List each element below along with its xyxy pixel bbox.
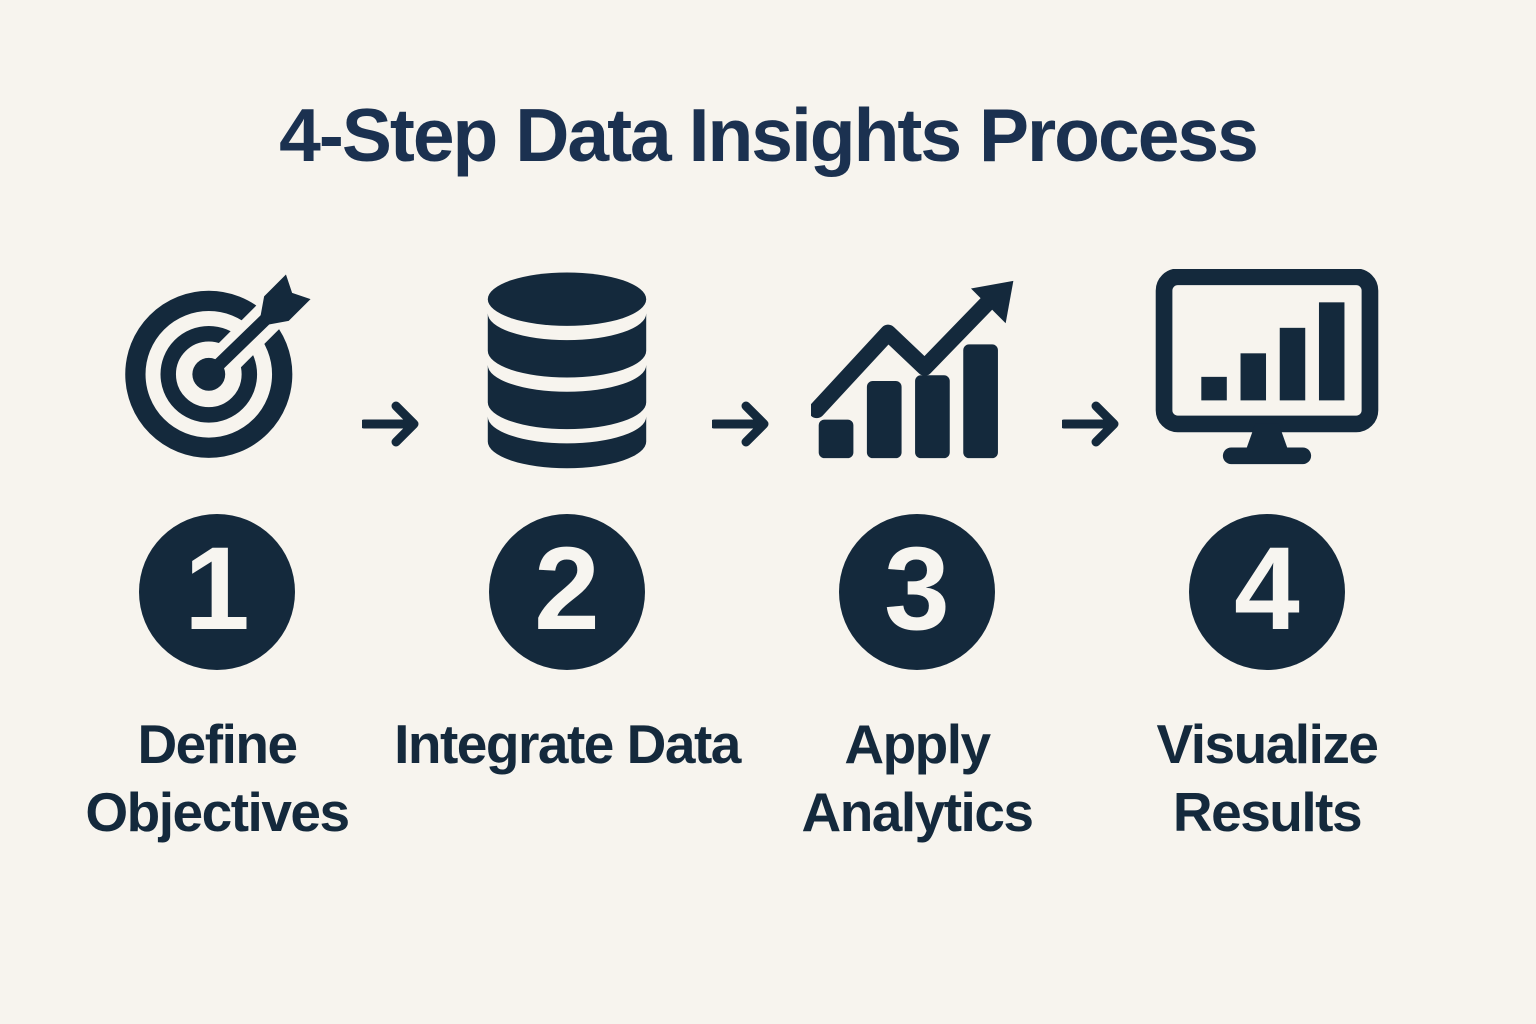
step-integrate-data: 2 Integrate Data <box>394 254 741 778</box>
step-label: Visualize Results <box>1156 713 1379 844</box>
step-label: Apply Analytics <box>801 713 1034 844</box>
step-number: 4 <box>1234 523 1300 655</box>
right-arrow-icon <box>362 394 422 454</box>
database-icon <box>422 254 712 484</box>
steps-row: 1 Define Objectives 2 In <box>0 178 1536 846</box>
step-label: Define Objectives <box>85 713 350 844</box>
step-number: 1 <box>184 523 250 655</box>
step-number-badge: 4 <box>1189 514 1345 670</box>
monitor-bar-chart-icon <box>1122 254 1412 484</box>
step-apply-analytics: 3 Apply Analytics <box>772 254 1062 846</box>
step-number-badge: 1 <box>139 514 295 670</box>
step-number-badge: 3 <box>839 514 995 670</box>
step-label: Integrate Data <box>394 713 741 775</box>
right-arrow-icon <box>712 394 772 454</box>
page-title: 4-Step Data Insights Process <box>279 93 1259 177</box>
trending-up-bar-chart-icon <box>772 254 1062 484</box>
step-define-objectives: 1 Define Objectives <box>72 254 362 846</box>
step-visualize-results: 4 Visualize Results <box>1122 254 1412 846</box>
step-number: 3 <box>884 523 950 655</box>
step-number: 2 <box>534 523 600 655</box>
right-arrow-icon <box>1062 394 1122 454</box>
target-icon <box>72 254 362 484</box>
step-number-badge: 2 <box>489 514 645 670</box>
